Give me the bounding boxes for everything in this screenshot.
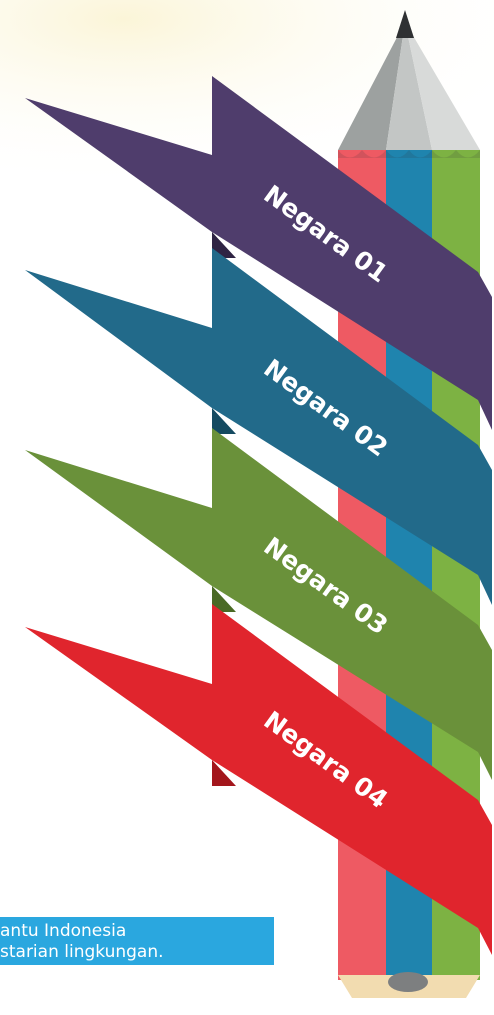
caption-box: antu Indonesia starian lingkungan. [0,917,274,965]
arrow-04-fold [212,760,236,786]
arrow-01-fold [212,232,236,258]
caption-line-2: starian lingkungan. [0,942,164,962]
arrow-04-body [25,604,492,955]
pencil-end-hole [388,972,428,992]
caption-line-1: antu Indonesia [0,921,127,941]
arrow-ribbons: Negara 01 Negara 02 Negara 03 Negara 04 [25,76,492,955]
pencil-tip-mid [386,22,432,150]
arrow-03-body [25,428,492,780]
pencil-tip-right [405,22,480,150]
arrow-ribbon-01: Negara 01 [25,76,492,430]
arrow-ribbon-04: Negara 04 [25,604,492,955]
pencil-tip-left [338,22,405,150]
arrow-02-fold [212,408,236,434]
pencil-graphite [396,10,414,38]
arrow-02-body [25,248,492,605]
arrow-01-body [25,76,492,430]
pencil-tip-scallop [338,150,480,158]
arrow-03-fold [212,586,236,612]
arrow-ribbon-03: Negara 03 [25,428,492,780]
arrow-ribbon-02: Negara 02 [25,248,492,605]
